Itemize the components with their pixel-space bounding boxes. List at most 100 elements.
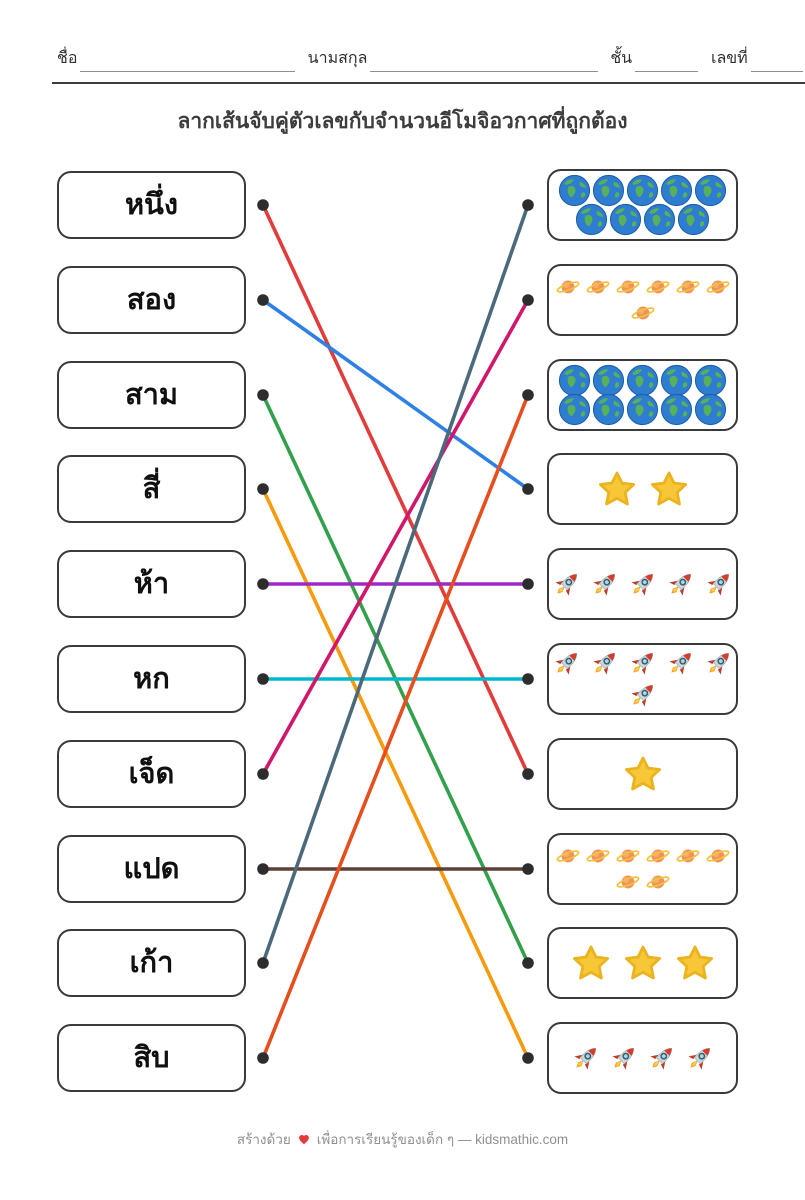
rocket-icon xyxy=(588,646,622,680)
number-word-label: สี่ xyxy=(142,472,161,505)
saturn-icon xyxy=(586,275,610,299)
saturn-icon xyxy=(616,275,640,299)
emoji-row xyxy=(556,844,730,868)
connection-line xyxy=(261,298,530,776)
number-word-box: เก้า xyxy=(57,929,246,997)
number-word-label: หก xyxy=(133,662,170,695)
saturn-icon xyxy=(646,870,670,894)
number-word-box: สอง xyxy=(57,266,246,334)
saturn-icon xyxy=(646,844,670,868)
connection-dot-left xyxy=(257,957,269,969)
number-word-label: เก้า xyxy=(129,946,174,979)
header-divider xyxy=(52,82,805,84)
rocket-icon xyxy=(607,1041,641,1075)
class-blank-line xyxy=(635,69,699,72)
number-word-box: หก xyxy=(57,645,246,713)
emoji-row xyxy=(624,755,662,793)
emoji-count-box xyxy=(547,643,738,715)
emoji-row xyxy=(558,393,727,426)
number-word-label: แปด xyxy=(123,852,180,885)
saturn-icon xyxy=(631,301,655,325)
number-label: เลขที่ xyxy=(710,50,748,67)
connection-dot-right xyxy=(522,199,534,211)
connection-dot-right xyxy=(522,1052,534,1064)
saturn-icon xyxy=(676,844,700,868)
emoji-row xyxy=(556,275,730,299)
connection-line xyxy=(261,393,530,1060)
star-icon xyxy=(572,944,610,982)
connection-dot-left xyxy=(257,863,269,875)
connection-line xyxy=(261,203,530,965)
number-word-box: แปด xyxy=(57,835,246,903)
emoji-count-box xyxy=(547,453,738,525)
connection-dot-right xyxy=(522,294,534,306)
name-label: ชื่อ xyxy=(57,50,78,67)
saturn-icon xyxy=(616,870,640,894)
saturn-icon xyxy=(556,844,580,868)
saturn-icon xyxy=(706,844,730,868)
earth-icon xyxy=(626,393,659,426)
name-field: ชื่อ xyxy=(57,46,295,72)
connection-line xyxy=(261,298,530,491)
number-word-box: สาม xyxy=(57,361,246,429)
connection-dot-left xyxy=(257,578,269,590)
rocket-icon xyxy=(550,567,584,601)
earth-icon xyxy=(660,393,693,426)
number-word-box: หนึ่ง xyxy=(57,171,246,239)
connection-dot-left xyxy=(257,389,269,401)
number-blank-line xyxy=(750,69,803,72)
earth-icon xyxy=(575,203,608,236)
surname-field: นามสกุล xyxy=(308,46,598,72)
connection-dot-right xyxy=(522,578,534,590)
emoji-row xyxy=(550,646,736,680)
emoji-count-box xyxy=(547,264,738,336)
rocket-icon xyxy=(626,678,660,712)
connection-dot-left xyxy=(257,199,269,211)
saturn-icon xyxy=(616,844,640,868)
emoji-count-box xyxy=(547,359,738,431)
footer: สร้างด้วย เพื่อการเรียนรู้ของเด็ก ๆ — ki… xyxy=(0,1128,805,1150)
footer-text-after: เพื่อการเรียนรู้ของเด็ก ๆ — kidsmathic.c… xyxy=(316,1132,569,1147)
surname-label: นามสกุล xyxy=(307,50,368,67)
earth-icon xyxy=(558,393,591,426)
emoji-count-box xyxy=(547,1022,738,1094)
emoji-count-box xyxy=(547,738,738,810)
number-word-label: หนึ่ง xyxy=(124,188,179,221)
header-fields: ชื่อ นามสกุล ชั้น เลขที่ xyxy=(57,46,803,72)
connection-dot-right xyxy=(522,768,534,780)
emoji-count-box xyxy=(547,927,738,999)
connection-dot-right xyxy=(522,673,534,685)
connection-dot-left xyxy=(257,673,269,685)
earth-icon xyxy=(677,203,710,236)
number-word-box: สี่ xyxy=(57,455,246,523)
rocket-icon xyxy=(664,646,698,680)
connection-line xyxy=(261,487,530,1060)
connection-line xyxy=(261,393,530,965)
surname-blank-line xyxy=(370,69,598,72)
emoji-row xyxy=(550,567,736,601)
saturn-icon xyxy=(586,844,610,868)
number-field: เลขที่ xyxy=(711,46,803,72)
number-word-box: ห้า xyxy=(57,550,246,618)
rocket-icon xyxy=(626,567,660,601)
class-field: ชั้น xyxy=(610,46,699,72)
connection-dot-right xyxy=(522,389,534,401)
saturn-icon xyxy=(646,275,670,299)
emoji-count-box xyxy=(547,548,738,620)
earth-icon xyxy=(592,393,625,426)
heart-icon xyxy=(298,1134,309,1144)
star-icon xyxy=(598,470,636,508)
number-word-label: เจ็ด xyxy=(128,757,175,790)
star-icon xyxy=(624,944,662,982)
rocket-icon xyxy=(702,567,736,601)
connection-dot-right xyxy=(522,863,534,875)
number-word-box: สิบ xyxy=(57,1024,246,1092)
emoji-count-box xyxy=(547,833,738,905)
earth-icon xyxy=(643,203,676,236)
connection-dot-left xyxy=(257,483,269,495)
saturn-icon xyxy=(706,275,730,299)
number-word-label: สอง xyxy=(126,283,177,316)
connection-dot-left xyxy=(257,294,269,306)
emoji-row xyxy=(616,870,670,894)
